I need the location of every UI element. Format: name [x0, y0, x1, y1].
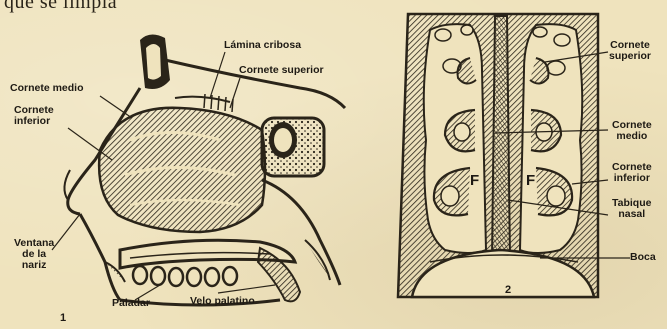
- figure1-number: 1: [60, 312, 66, 324]
- label-line: medio: [612, 131, 652, 142]
- label-line: nariz: [14, 260, 54, 271]
- figure2-drawing: [398, 14, 630, 297]
- label-cornete-inferior-fig1: Cornete inferior: [14, 105, 54, 127]
- figure2-f-left: F: [470, 172, 479, 189]
- label-cornete-medio-fig2: Cornete medio: [612, 120, 652, 142]
- figure2-number: 2: [505, 284, 511, 296]
- label-boca: Boca: [630, 252, 656, 263]
- label-line: inferior: [14, 116, 54, 127]
- label-line: inferior: [612, 173, 652, 184]
- label-cornete-medio-fig1: Cornete medio: [10, 83, 84, 94]
- label-lamina-cribosa: Lámina cribosa: [224, 40, 301, 51]
- label-ventana-nariz: Ventana de la nariz: [14, 238, 54, 271]
- label-cornete-inferior-fig2: Cornete inferior: [612, 162, 652, 184]
- label-cornete-superior-fig2: Cornete superior: [609, 40, 651, 62]
- label-velo-palatino: Velo palatino: [190, 296, 255, 307]
- label-cornete-superior-fig1: Cornete superior: [239, 65, 324, 76]
- label-paladar: Paladar: [112, 298, 150, 309]
- label-line: superior: [609, 51, 651, 62]
- figure2-f-right: F: [526, 172, 535, 189]
- label-tabique-nasal: Tabique nasal: [612, 198, 651, 220]
- label-line: nasal: [612, 209, 651, 220]
